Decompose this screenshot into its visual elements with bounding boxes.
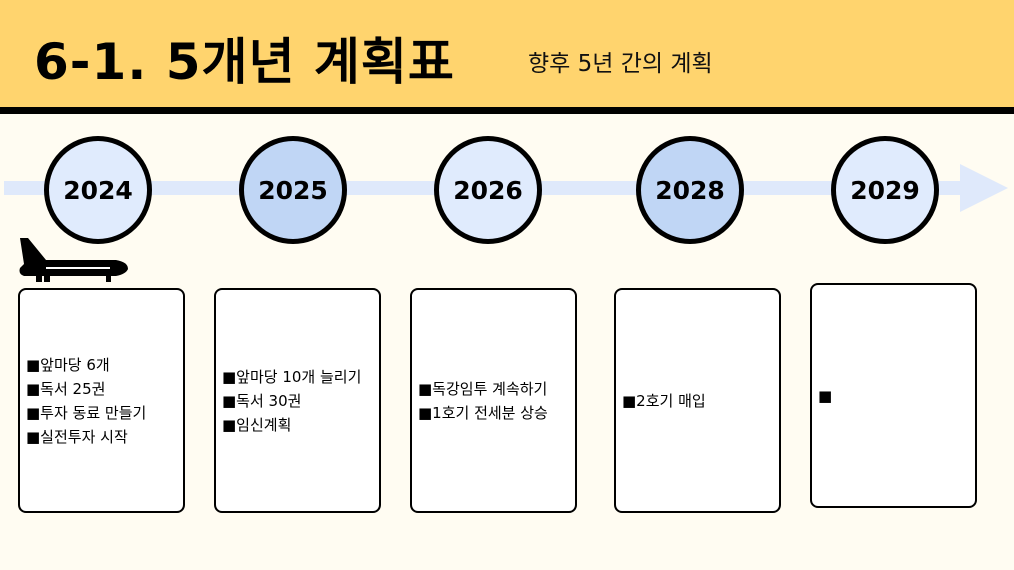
- year-circle-2029: 2029: [831, 136, 939, 244]
- plan-item: ■독서 30권: [222, 391, 302, 410]
- plan-box-2025: ■앞마당 10개 늘리기 ■독서 30권 ■임신계획: [214, 288, 381, 513]
- timeline-arrow-icon: [960, 164, 1008, 212]
- year-circle-2028: 2028: [636, 136, 744, 244]
- plan-item: ■실전투자 시작: [26, 427, 128, 446]
- year-label: 2025: [258, 175, 328, 205]
- plan-item: ■독강임투 계속하기: [418, 379, 548, 398]
- plan-item: ■앞마당 10개 늘리기: [222, 367, 362, 386]
- plan-item: ■앞마당 6개: [26, 355, 110, 374]
- year-label: 2024: [63, 175, 133, 205]
- plan-item: ■독서 25권: [26, 379, 106, 398]
- year-label: 2026: [453, 175, 523, 205]
- plan-box-2024: ■앞마당 6개 ■독서 25권 ■투자 동료 만들기 ■실전투자 시작: [18, 288, 185, 513]
- plan-item: ■투자 동료 만들기: [26, 403, 147, 422]
- plan-box-2026: ■독강임투 계속하기 ■1호기 전세분 상승: [410, 288, 577, 513]
- page-title: 6-1. 5개년 계획표: [34, 33, 455, 91]
- header: 6-1. 5개년 계획표 향후 5년 간의 계획: [0, 0, 1014, 114]
- plan-item: ■임신계획: [222, 415, 292, 434]
- plan-item: ■1호기 전세분 상승: [418, 403, 548, 422]
- year-label: 2028: [655, 175, 725, 205]
- airplane-icon: [19, 238, 128, 282]
- plan-box-2028: ■2호기 매입: [614, 288, 781, 513]
- page-subtitle: 향후 5년 간의 계획: [528, 51, 713, 77]
- year-circle-2025: 2025: [239, 136, 347, 244]
- plan-box-2029: ■: [810, 283, 977, 508]
- year-label: 2029: [850, 175, 920, 205]
- plan-item: ■: [818, 386, 833, 405]
- year-circle-2026: 2026: [434, 136, 542, 244]
- year-circle-2024: 2024: [44, 136, 152, 244]
- plan-item: ■2호기 매입: [622, 391, 706, 410]
